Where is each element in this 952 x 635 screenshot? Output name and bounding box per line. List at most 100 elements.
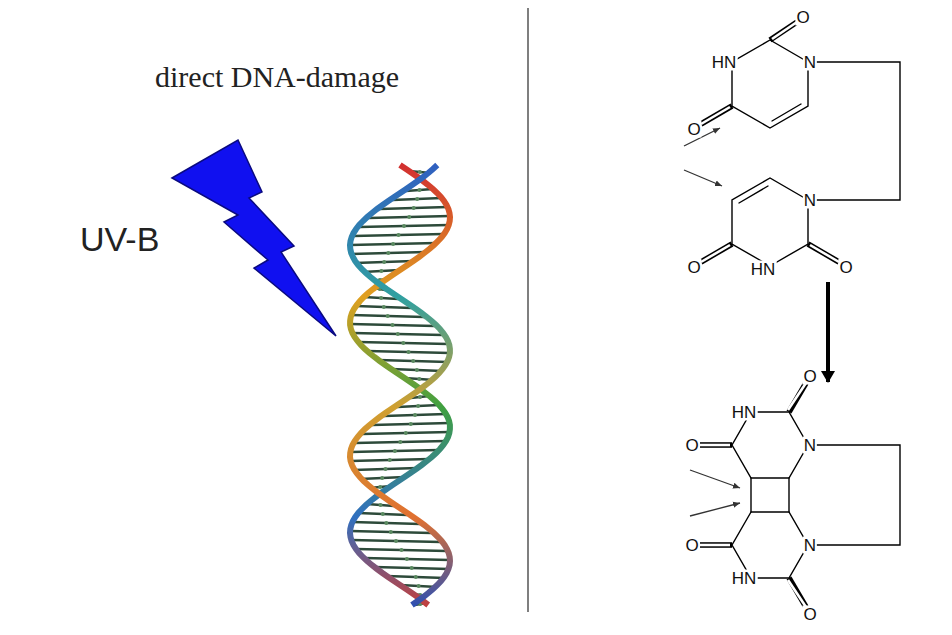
base-atom bbox=[398, 440, 402, 444]
base-atom bbox=[402, 224, 406, 228]
atom-label: HN bbox=[731, 570, 758, 587]
base-atom bbox=[389, 530, 393, 534]
base-atom bbox=[380, 476, 384, 480]
base-pair-rung bbox=[350, 459, 429, 461]
base-pair-rung bbox=[350, 243, 436, 245]
base-atom bbox=[415, 197, 419, 201]
base-atom bbox=[401, 341, 405, 345]
atom-label: O bbox=[838, 259, 853, 276]
base-atom bbox=[413, 413, 417, 417]
carbonyl-bonds bbox=[700, 22, 839, 607]
base-atom bbox=[414, 575, 418, 579]
atom-label: O bbox=[795, 9, 810, 26]
atom-label: O bbox=[684, 437, 699, 454]
base-atom bbox=[418, 188, 422, 192]
base-pair-rung bbox=[350, 324, 435, 326]
base-pair-rung bbox=[380, 207, 448, 209]
atom-label: O bbox=[802, 606, 817, 623]
base-atom bbox=[391, 242, 395, 246]
base-pair-rung bbox=[358, 513, 407, 515]
base-pair-rung bbox=[356, 549, 447, 551]
base-pair-rung bbox=[359, 225, 449, 227]
atom-label: HN bbox=[711, 54, 738, 71]
dna-helix bbox=[350, 165, 450, 606]
base-atom bbox=[405, 557, 409, 561]
atom-label: O bbox=[802, 368, 817, 385]
base-atom bbox=[379, 503, 383, 507]
base-pair-rung bbox=[355, 261, 413, 263]
base-atom bbox=[397, 233, 401, 237]
atom-label: HN bbox=[750, 261, 777, 278]
dna-strand bbox=[350, 165, 450, 605]
base-atom bbox=[379, 269, 383, 273]
base-atom bbox=[418, 170, 422, 174]
atom-label: HN bbox=[731, 404, 758, 421]
base-pair-rung bbox=[387, 576, 445, 578]
base-atom bbox=[404, 431, 408, 435]
atom-label: O bbox=[684, 537, 699, 554]
dna-strand bbox=[350, 165, 450, 605]
base-atom bbox=[396, 332, 400, 336]
base-atom bbox=[407, 350, 411, 354]
base-atom bbox=[379, 296, 383, 300]
uv-lightning-bolt bbox=[172, 140, 336, 336]
base-atom bbox=[388, 458, 392, 462]
atom-label: N bbox=[803, 54, 817, 71]
base-pair-rung bbox=[364, 297, 398, 299]
radiation-label: UV-B bbox=[80, 222, 159, 256]
base-pair-rung bbox=[352, 522, 420, 524]
base-pair-rung bbox=[351, 450, 439, 452]
atom-label: N bbox=[803, 437, 817, 454]
base-pair-rung bbox=[364, 558, 450, 560]
base-atom bbox=[407, 215, 411, 219]
base-pair-rung bbox=[356, 306, 412, 308]
base-atom bbox=[382, 305, 386, 309]
base-pair-rung bbox=[372, 423, 450, 425]
base-pair-rung bbox=[362, 432, 450, 434]
atom-label: O bbox=[686, 121, 701, 138]
base-pair-rung bbox=[352, 333, 443, 335]
base-pair-rung bbox=[351, 315, 424, 317]
pointer-arrows bbox=[684, 128, 740, 516]
base-atom bbox=[386, 314, 390, 318]
base-atom bbox=[384, 521, 388, 525]
base-atom bbox=[410, 566, 414, 570]
base-atom bbox=[393, 449, 397, 453]
base-atom bbox=[384, 467, 388, 471]
base-pair-rung bbox=[351, 540, 441, 542]
reaction-arrow bbox=[826, 282, 830, 382]
base-pair-rung bbox=[358, 342, 448, 344]
base-atom bbox=[391, 323, 395, 327]
atom-label: N bbox=[803, 192, 817, 209]
base-pair-rung bbox=[397, 405, 439, 407]
base-atom bbox=[418, 395, 422, 399]
base-atom bbox=[412, 206, 416, 210]
base-atom bbox=[417, 584, 421, 588]
base-pair-rung bbox=[355, 441, 446, 443]
base-atom bbox=[400, 548, 404, 552]
base-atom bbox=[415, 368, 419, 372]
base-atom bbox=[378, 485, 382, 489]
base-pair-rung bbox=[374, 567, 449, 569]
divider-line bbox=[527, 8, 529, 612]
heading-text: direct DNA-damage bbox=[155, 62, 399, 92]
base-atom bbox=[386, 251, 390, 255]
base-pair-rung bbox=[368, 216, 450, 218]
base-pair-rung bbox=[367, 351, 450, 353]
base-atom bbox=[416, 404, 420, 408]
base-atom bbox=[381, 512, 385, 516]
atom-label: O bbox=[686, 259, 701, 276]
base-atom bbox=[417, 377, 421, 381]
base-atom bbox=[409, 422, 413, 426]
base-pair-rung bbox=[351, 252, 426, 254]
base-pair-rung bbox=[378, 360, 448, 362]
uracil-structures bbox=[732, 40, 900, 578]
base-pair-rung bbox=[393, 198, 442, 200]
base-atom bbox=[382, 260, 386, 264]
base-pair-rung bbox=[384, 414, 446, 416]
base-pair-rung bbox=[353, 234, 444, 236]
base-atom bbox=[394, 539, 398, 543]
base-pair-rung bbox=[353, 468, 417, 470]
atom-label: N bbox=[803, 537, 817, 554]
